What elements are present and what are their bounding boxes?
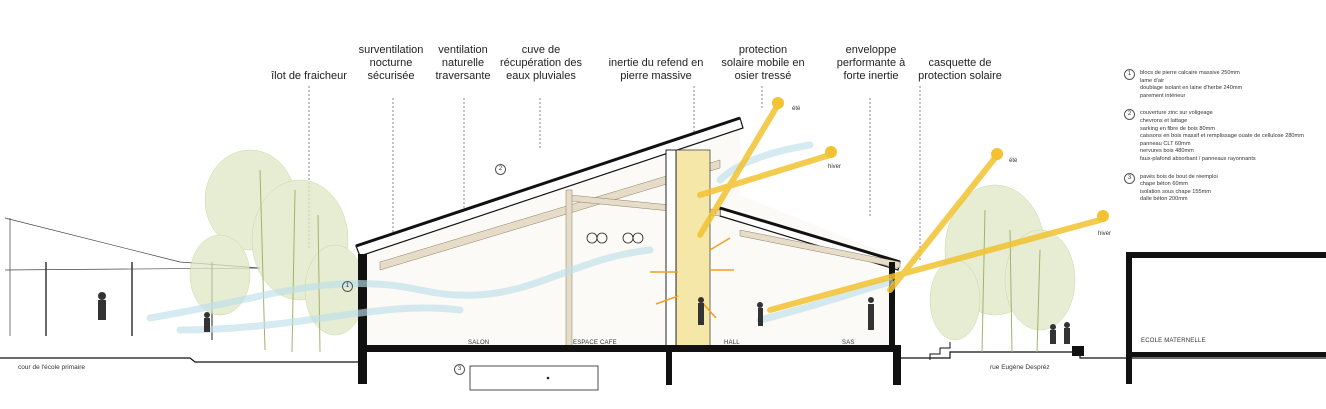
room-hall: HALL bbox=[724, 340, 740, 346]
room-sas: SAS bbox=[842, 340, 855, 346]
note-line: dalle béton 200mm bbox=[1140, 196, 1188, 203]
note-line: lame d'air bbox=[1140, 77, 1165, 84]
note-line: chevrons et lattage bbox=[1140, 117, 1188, 124]
sun-label-ete: été bbox=[792, 106, 801, 112]
marker-3: 3 bbox=[454, 364, 465, 375]
note-line: chape béton 60mm bbox=[1140, 181, 1188, 188]
label-cour: cour de l'école primaire bbox=[18, 364, 85, 371]
note-line: blocs de pierre calcaire massive 250mm bbox=[1140, 70, 1240, 76]
vents bbox=[586, 232, 644, 244]
suns bbox=[772, 97, 1109, 222]
sun-label-hiver: hiver bbox=[828, 164, 842, 170]
label-surventilation: surventilation nocturne sécurisée bbox=[358, 44, 424, 82]
label-ventilation: ventilation naturelle traversante bbox=[435, 44, 491, 82]
heat-arrows bbox=[650, 237, 734, 319]
people bbox=[98, 292, 1070, 344]
label-inertie: inertie du refend en pierre massive bbox=[608, 57, 704, 82]
label-enveloppe: enveloppe performante à forte inertie bbox=[836, 44, 906, 82]
note-1: 1 blocs de pierre calcaire massive 250mm… bbox=[1124, 69, 1320, 100]
room-ecole-maternelle: ECOLE MATERNELLE bbox=[1141, 338, 1206, 344]
sun-icon bbox=[772, 97, 784, 109]
note-2: 2 couverture zinc sur voligeage chevrons… bbox=[1124, 109, 1320, 163]
note-line: sarking en fibre de bois 80mm bbox=[1140, 125, 1215, 132]
label-rue: rue Eugène Despréz bbox=[990, 364, 1050, 371]
note-number: 2 bbox=[1124, 109, 1135, 121]
marker-1: 1 bbox=[342, 281, 353, 292]
note-line: doublage isolant en laine d'herbe 240mm bbox=[1140, 85, 1243, 92]
note-number: 1 bbox=[1124, 69, 1135, 80]
label-protection: protection solaire mobile en osier tress… bbox=[721, 44, 805, 82]
structure bbox=[358, 252, 1326, 385]
note-3: 3 pavés bois de bout de réemploi chape b… bbox=[1124, 172, 1320, 204]
sun-icon bbox=[825, 146, 837, 158]
note-line: pavés bois de bout de réemploi bbox=[1140, 173, 1218, 180]
bench bbox=[1072, 346, 1084, 356]
note-line: faux-plafond absorbant / panneaux rayonn… bbox=[1140, 155, 1256, 162]
note-line: parement intérieur bbox=[1140, 92, 1186, 99]
sun-label-hiver: hiver bbox=[1098, 231, 1112, 237]
note-line: panneau CLT 60mm bbox=[1140, 140, 1191, 147]
sun-icon bbox=[1097, 210, 1109, 222]
note-line: nervures bois 480mm bbox=[1140, 148, 1194, 155]
interior-left-volume bbox=[366, 122, 740, 345]
sun-rays bbox=[697, 105, 1103, 313]
note-number: 3 bbox=[1124, 172, 1135, 184]
note-line: isolation sous chape 155mm bbox=[1140, 188, 1211, 195]
construction-notes: 1 blocs de pierre calcaire massive 250mm… bbox=[1124, 69, 1320, 214]
room-salon: SALON bbox=[468, 340, 490, 346]
trees-left bbox=[189, 149, 366, 336]
main-roof bbox=[355, 116, 744, 257]
sun-label-ete: été bbox=[1009, 158, 1018, 164]
note-line: couverture zinc sur voligeage bbox=[1140, 110, 1213, 117]
label-cuve: cuve de récupération des eaux pluviales bbox=[500, 44, 582, 82]
stairs bbox=[929, 342, 951, 360]
cistern bbox=[469, 365, 599, 391]
ground bbox=[0, 351, 1326, 363]
note-line: caissons en bois massif et remplissage o… bbox=[1140, 133, 1304, 140]
marker-2: 2 bbox=[495, 164, 506, 175]
air-flow bbox=[146, 141, 894, 334]
label-casquette: casquette de protection solaire bbox=[918, 57, 1002, 82]
room-espace-cafe: ESPACE CAFE bbox=[573, 340, 617, 346]
stone-wall bbox=[665, 149, 711, 349]
label-ilot-fraicheur: îlot de fraicheur bbox=[271, 70, 347, 82]
tree-trunks-right bbox=[981, 209, 1041, 353]
sun-icon bbox=[991, 148, 1003, 160]
